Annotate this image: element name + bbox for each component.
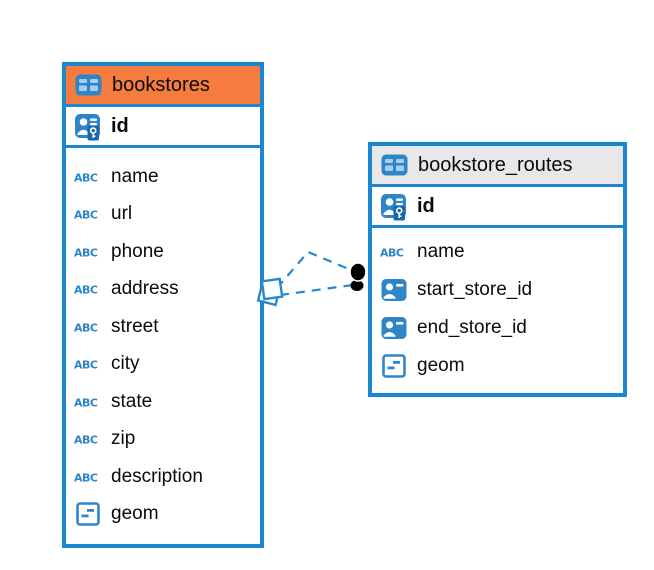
text-type-icon: ABC [72,357,104,372]
text-type-icon: ABC [72,170,104,184]
relationship-connector[interactable] [250,238,376,323]
geometry-type-icon [378,354,410,378]
svg-text:ABC: ABC [74,171,98,184]
text-type-icon: ABC [72,207,104,222]
text-type-icon: ABC [378,245,410,260]
svg-text:ABC: ABC [74,284,98,297]
column-row-id[interactable]: id [372,187,623,228]
table-bookstores[interactable]: bookstores id ABC name ABC url [62,62,264,548]
svg-text:ABC: ABC [74,209,98,222]
column-row-street[interactable]: ABC street [66,308,260,346]
column-name: geom [417,355,465,376]
column-row-id[interactable]: id [66,107,260,148]
geometry-type-icon [72,502,104,527]
column-row-end-store-id[interactable]: end_store_id [372,309,623,347]
column-name: phone [111,240,164,262]
column-row-name[interactable]: ABC name [66,158,260,196]
column-name: end_store_id [417,317,527,338]
column-name: start_store_id [417,279,533,300]
column-row-description[interactable]: ABC description [66,458,260,496]
column-row-geom[interactable]: geom [66,496,260,534]
column-row-city[interactable]: ABC city [66,346,260,384]
text-type-icon: ABC [72,395,104,409]
primary-key-icon [378,192,410,221]
diamond-end-marker [260,277,284,301]
connector-endpoint-dot [349,262,367,282]
connector-endpoint-dot [350,280,364,291]
text-type-icon: ABC [72,470,104,484]
column-row-state[interactable]: ABC state [66,383,260,421]
text-type-icon: ABC [72,432,104,447]
table-bookstores-header[interactable]: bookstores [66,66,260,107]
table-bookstore-routes-columns: ABC name start_store_id end_store_id [372,228,623,385]
column-name: id [417,194,435,217]
column-row-address[interactable]: ABC address [66,271,260,309]
table-bookstore-routes[interactable]: bookstore_routes id ABC name start_store… [368,142,627,397]
column-name: street [111,315,159,337]
column-name: city [111,353,140,375]
table-icon [379,154,409,176]
text-type-icon: ABC [72,282,104,297]
svg-text:ABC: ABC [74,396,98,409]
svg-text:ABC: ABC [74,321,98,334]
column-row-start-store-id[interactable]: start_store_id [372,271,623,309]
reference-column-icon [378,278,410,302]
relationship-line-lower[interactable] [279,283,354,297]
svg-text:ABC: ABC [74,246,98,259]
table-icon [73,74,103,96]
table-title: bookstores [112,73,210,96]
column-row-zip[interactable]: ABC zip [66,421,260,459]
column-row-geom[interactable]: geom [372,347,623,385]
column-name: state [111,390,153,412]
reference-column-icon [378,316,410,340]
column-name: name [417,241,465,262]
column-name: id [111,114,129,137]
primary-key-icon [72,112,104,141]
column-row-name[interactable]: ABC name [372,233,623,271]
column-name: description [111,465,203,487]
relationship-line-upper[interactable] [276,250,357,289]
column-row-url[interactable]: ABC url [66,196,260,234]
column-name: url [111,203,133,225]
text-type-icon: ABC [72,245,104,259]
table-bookstores-columns: ABC name ABC url ABC phone ABC ad [66,148,260,533]
svg-text:ABC: ABC [74,434,98,447]
column-name: zip [111,428,136,450]
table-title: bookstore_routes [418,153,573,176]
svg-text:ABC: ABC [74,359,98,372]
column-row-phone[interactable]: ABC phone [66,233,260,271]
column-name: address [111,278,179,300]
text-type-icon: ABC [72,320,104,334]
column-name: name [111,165,159,187]
svg-text:ABC: ABC [74,471,98,484]
table-bookstore-routes-header[interactable]: bookstore_routes [372,146,623,187]
column-name: geom [111,503,159,525]
svg-text:ABC: ABC [380,247,404,260]
